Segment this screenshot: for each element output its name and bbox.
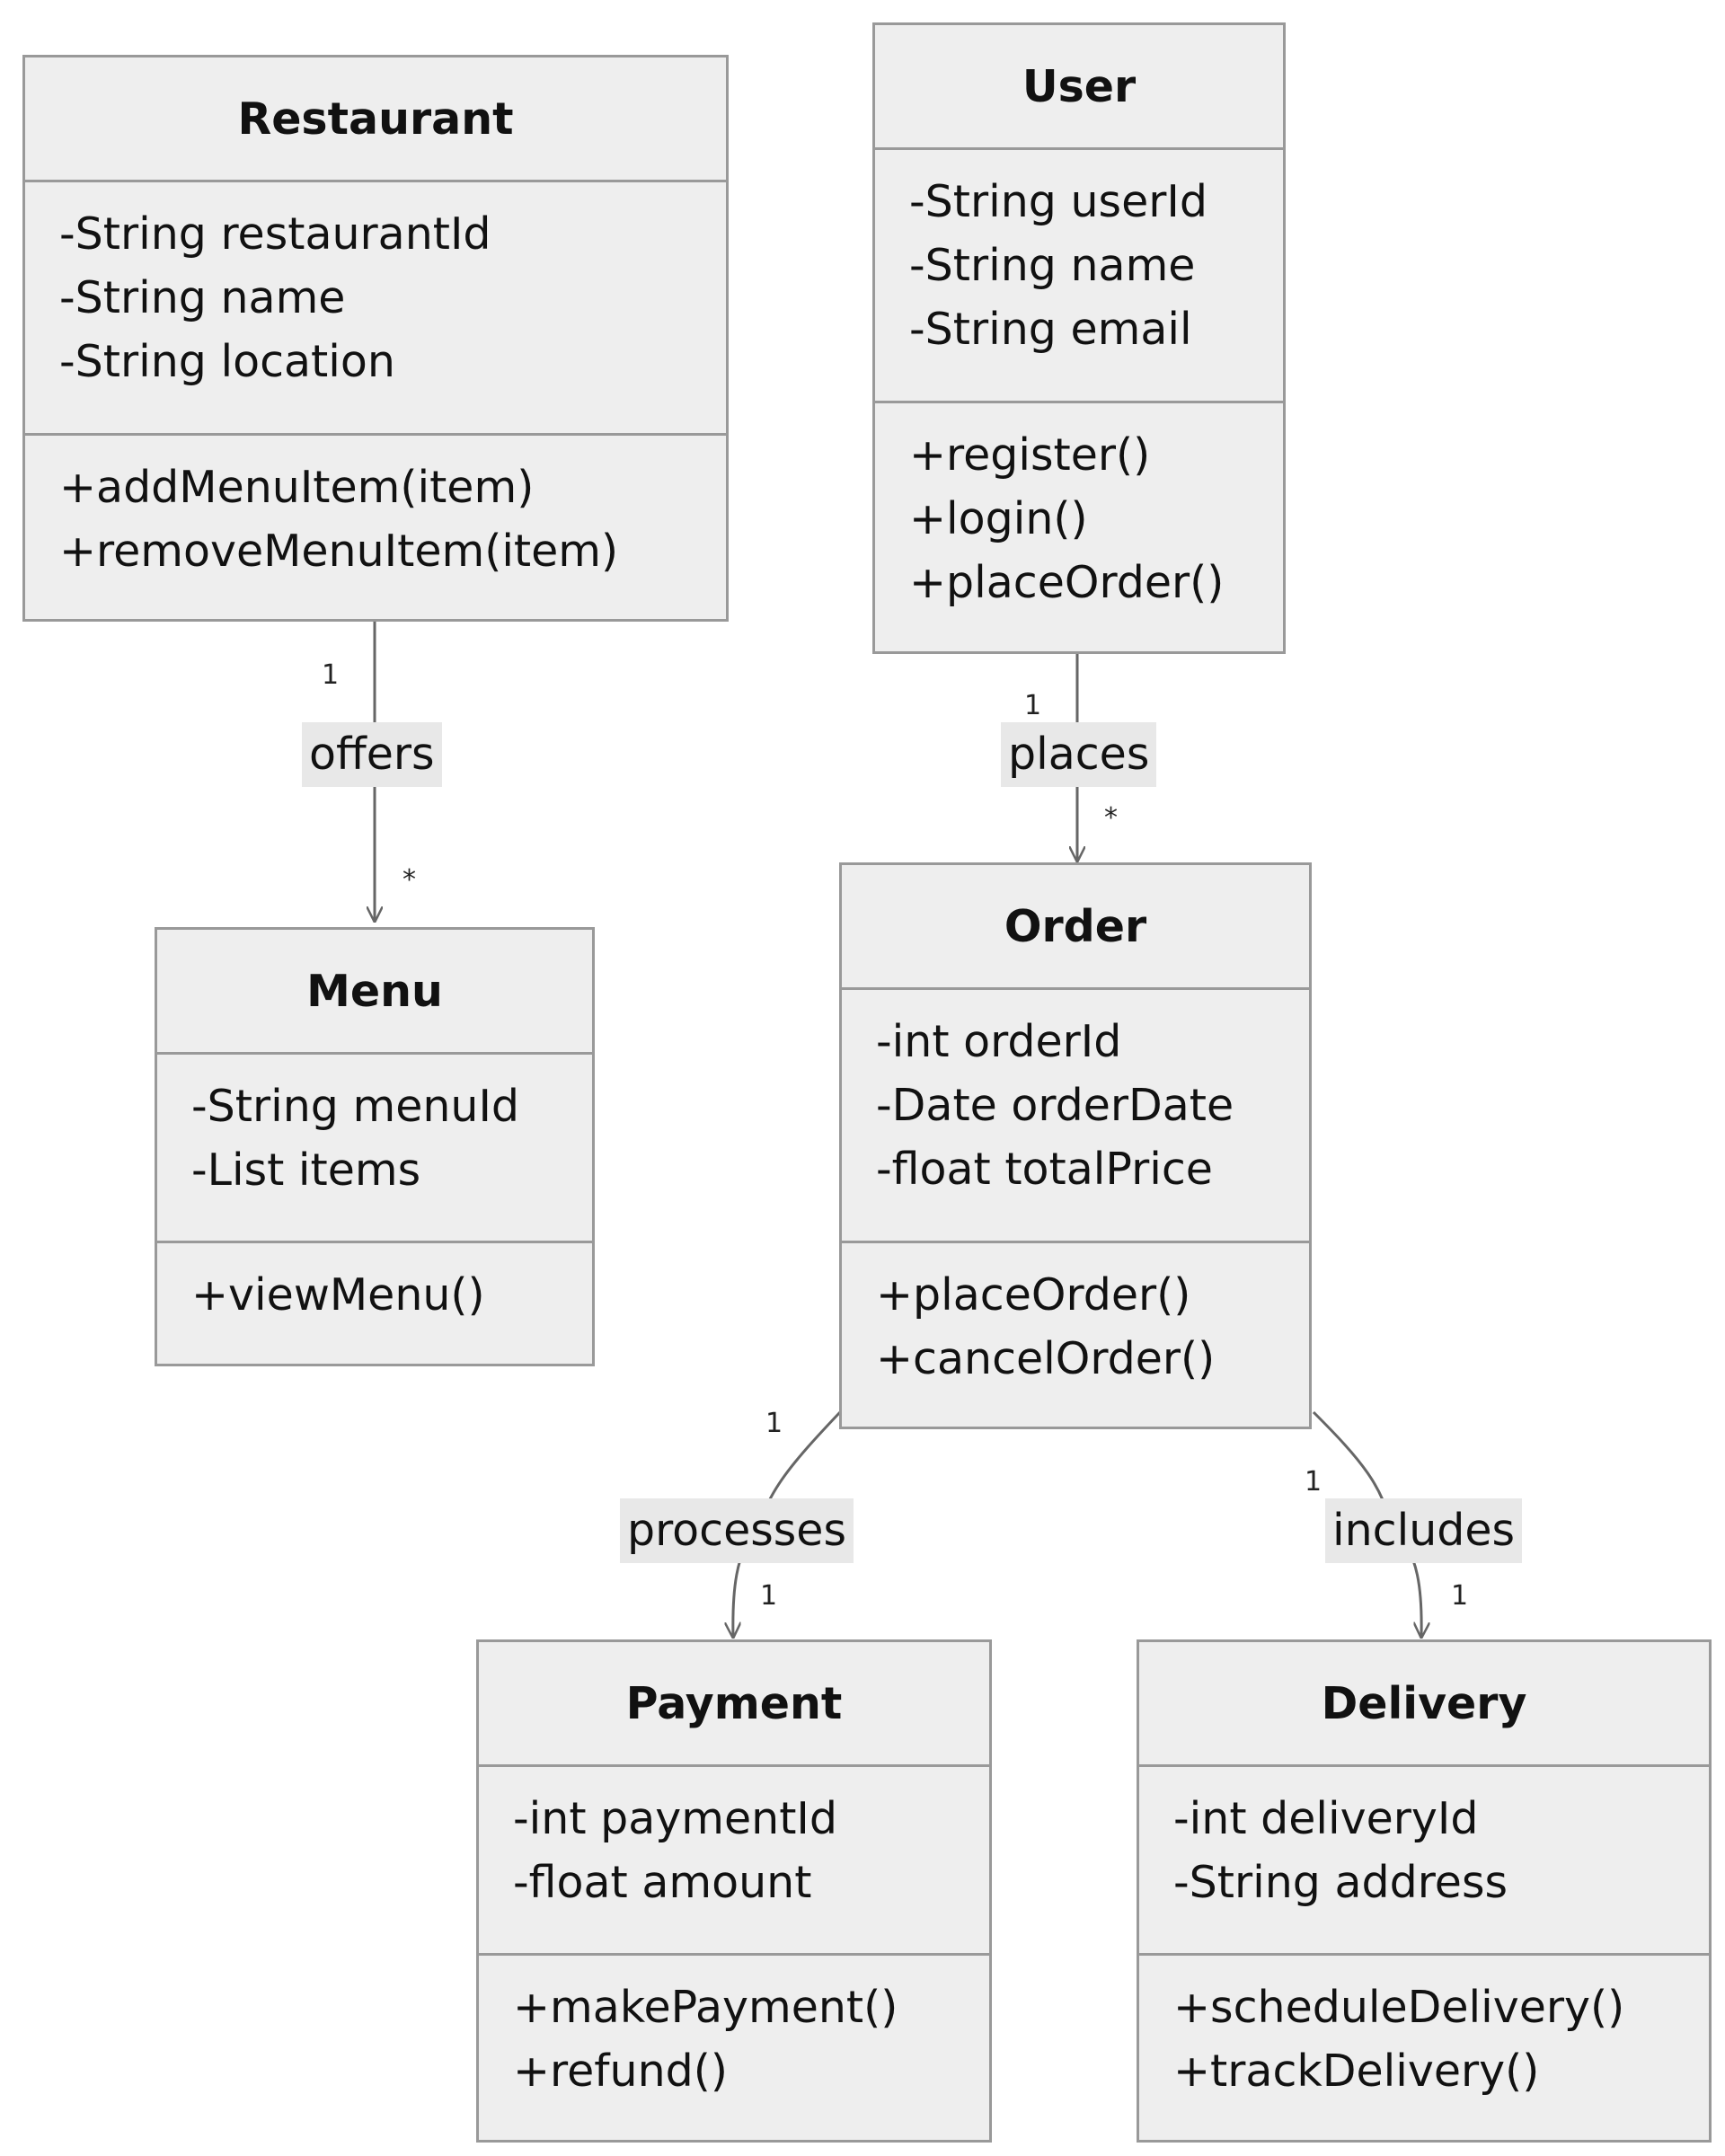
method: +makePayment() <box>513 1982 898 2033</box>
class-name: User <box>875 25 1283 150</box>
class-name: Delivery <box>1139 1642 1709 1767</box>
class-order: Order -int orderId -Date orderDate -floa… <box>839 862 1312 1429</box>
method: +addMenuItem(item) <box>59 462 535 513</box>
class-name: Order <box>842 865 1309 990</box>
class-restaurant: Restaurant -String restaurantId -String … <box>22 55 729 622</box>
attribute: -String address <box>1173 1857 1508 1908</box>
attribute: -int deliveryId <box>1173 1793 1479 1844</box>
attribute: -String menuId <box>191 1081 520 1132</box>
class-attributes: -int deliveryId -String address <box>1139 1767 1709 1956</box>
multiplicity-includes-from: 1 <box>1305 1466 1322 1498</box>
method: +refund() <box>513 2046 728 2097</box>
class-methods: +scheduleDelivery() +trackDelivery() <box>1139 1956 1709 2103</box>
attribute: -int paymentId <box>513 1793 837 1844</box>
multiplicity-offers-from: 1 <box>322 659 340 691</box>
attribute: -float amount <box>513 1857 812 1908</box>
attribute: -int orderId <box>876 1016 1122 1067</box>
method: +viewMenu() <box>191 1269 485 1321</box>
method: +register() <box>909 429 1151 481</box>
method: +scheduleDelivery() <box>1173 1982 1625 2033</box>
multiplicity-places-from: 1 <box>1024 690 1042 721</box>
class-methods: +placeOrder() +cancelOrder() <box>842 1243 1309 1391</box>
method: +placeOrder() <box>876 1269 1191 1321</box>
class-payment: Payment -int paymentId -float amount +ma… <box>476 1639 992 2143</box>
attribute: -Date orderDate <box>876 1080 1234 1131</box>
method: +trackDelivery() <box>1173 2046 1540 2097</box>
multiplicity-includes-to: 1 <box>1451 1580 1469 1612</box>
class-methods: +register() +login() +placeOrder() <box>875 403 1283 614</box>
class-name: Menu <box>157 930 592 1055</box>
class-attributes: -int orderId -Date orderDate -float tota… <box>842 990 1309 1243</box>
attribute: -String location <box>59 336 395 387</box>
attribute: -String name <box>59 272 346 323</box>
multiplicity-processes-to: 1 <box>760 1580 778 1612</box>
class-methods: +viewMenu() <box>157 1243 592 1327</box>
class-attributes: -String menuId -List items <box>157 1055 592 1243</box>
class-methods: +addMenuItem(item) +removeMenuItem(item) <box>25 436 726 583</box>
class-attributes: -int paymentId -float amount <box>479 1767 989 1956</box>
class-user: User -String userId -String name -String… <box>872 22 1286 654</box>
method: +removeMenuItem(item) <box>59 526 619 577</box>
edge-label-includes: includes <box>1325 1498 1523 1563</box>
attribute: -String userId <box>909 176 1208 227</box>
method: +login() <box>909 493 1088 544</box>
multiplicity-places-to: * <box>1104 802 1118 834</box>
method: +placeOrder() <box>909 557 1225 608</box>
method: +cancelOrder() <box>876 1333 1216 1384</box>
attribute: -String email <box>909 304 1192 355</box>
attribute: -String restaurantId <box>59 208 491 260</box>
class-methods: +makePayment() +refund() <box>479 1956 989 2103</box>
class-delivery: Delivery -int deliveryId -String address… <box>1137 1639 1712 2143</box>
attribute: -List items <box>191 1144 421 1196</box>
attribute: -float totalPrice <box>876 1144 1213 1195</box>
class-menu: Menu -String menuId -List items +viewMen… <box>155 927 595 1366</box>
class-name: Restaurant <box>25 57 726 182</box>
multiplicity-processes-from: 1 <box>765 1408 783 1439</box>
class-name: Payment <box>479 1642 989 1767</box>
multiplicity-offers-to: * <box>402 864 416 896</box>
class-attributes: -String restaurantId -String name -Strin… <box>25 182 726 436</box>
class-attributes: -String userId -String name -String emai… <box>875 150 1283 403</box>
edge-label-processes: processes <box>620 1498 854 1563</box>
edge-label-places: places <box>1001 722 1157 787</box>
edge-label-offers: offers <box>302 722 442 787</box>
attribute: -String name <box>909 240 1196 291</box>
